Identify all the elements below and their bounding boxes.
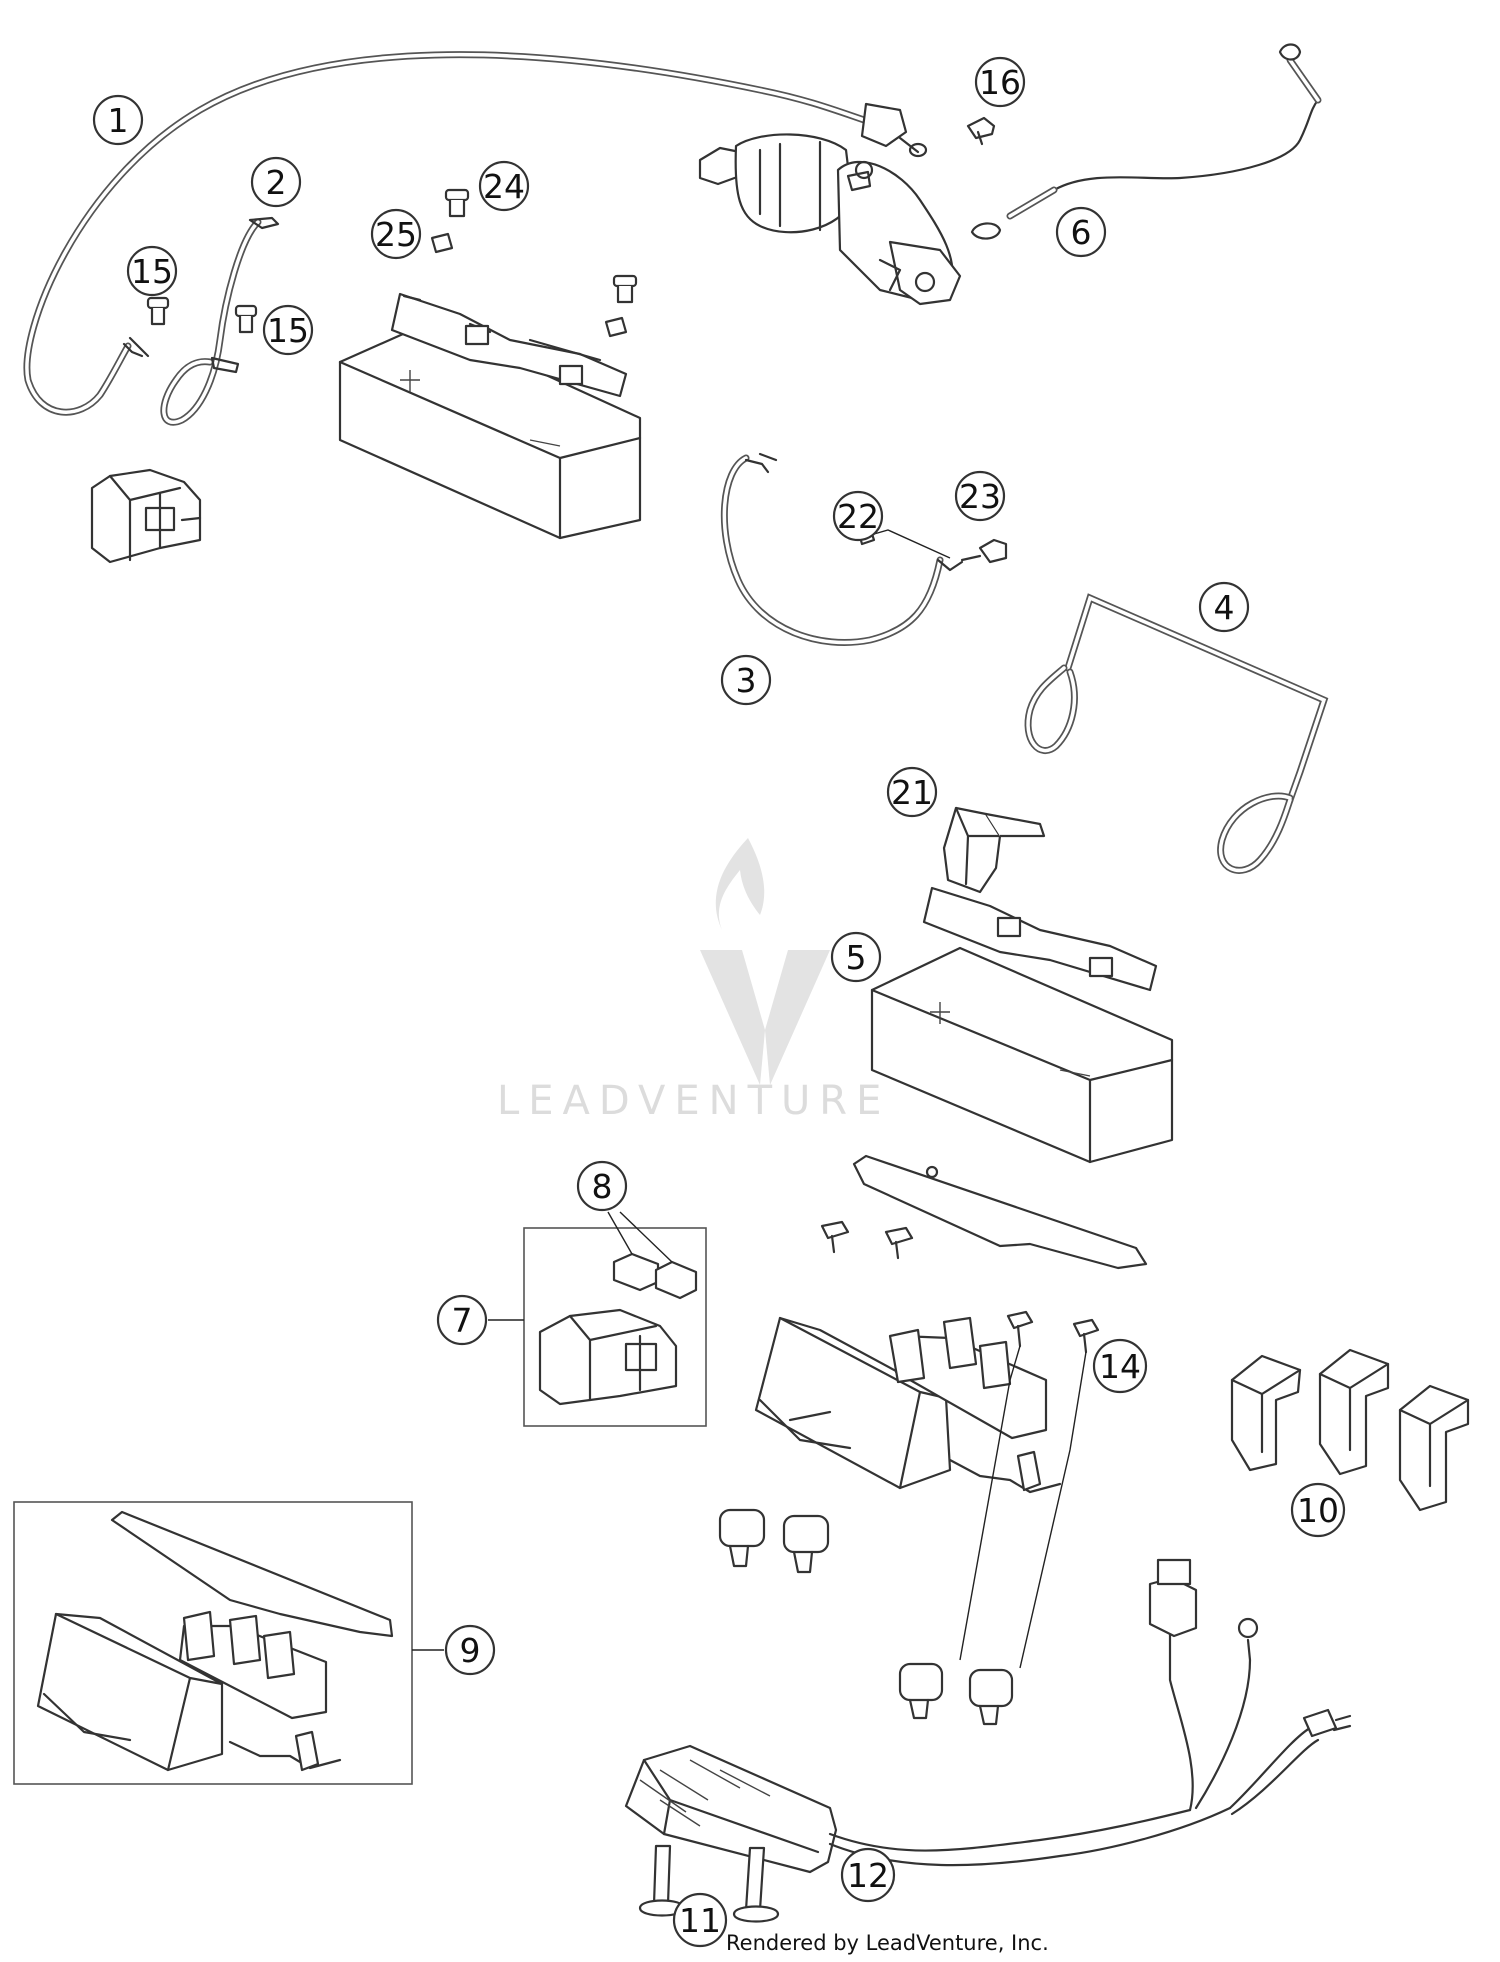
callout-10[interactable]: 10	[1290, 1482, 1346, 1538]
svg-text:21: 21	[891, 773, 933, 812]
rubber-mount-lower-b[interactable]	[968, 1668, 1014, 1726]
bolt-16[interactable]	[966, 116, 996, 146]
rubber-mount-lower-a[interactable]	[898, 1662, 944, 1720]
callout-15a[interactable]: 15	[126, 245, 178, 297]
svg-text:4: 4	[1214, 588, 1235, 627]
bolt-23[interactable]	[960, 538, 1008, 564]
callout-1[interactable]: 1	[92, 94, 144, 146]
relay-10a[interactable]	[1230, 1354, 1302, 1472]
svg-text:7: 7	[452, 1301, 473, 1340]
svg-text:2: 2	[266, 163, 287, 202]
callout-22[interactable]: 22	[832, 490, 884, 542]
callout-9[interactable]: 9	[444, 1624, 496, 1676]
callout-7[interactable]: 7	[436, 1294, 488, 1346]
svg-text:3: 3	[736, 661, 757, 700]
bolt-plate-b[interactable]	[884, 1226, 914, 1260]
credit-text: Rendered by LeadVenture, Inc.	[726, 1931, 1049, 1955]
bolt-24b[interactable]	[604, 274, 638, 338]
callout-16[interactable]: 16	[974, 56, 1026, 108]
battery-positive-cable[interactable]	[23, 51, 928, 416]
svg-text:24: 24	[483, 167, 525, 206]
callout-12[interactable]: 12	[840, 1847, 896, 1903]
svg-text:8: 8	[592, 1167, 613, 1206]
svg-text:1: 1	[108, 101, 129, 140]
svg-text:14: 14	[1099, 1347, 1141, 1386]
callout-6[interactable]: 6	[1055, 206, 1107, 258]
svg-text:11: 11	[679, 1901, 721, 1940]
svg-text:12: 12	[847, 1856, 889, 1895]
svg-text:22: 22	[837, 497, 879, 536]
voltage-regulator[interactable]	[624, 1558, 1352, 1874]
group-box-7	[523, 1227, 707, 1427]
relay-housing-upper[interactable]	[90, 468, 202, 564]
leader-14-down	[959, 1345, 1087, 1669]
terminal-cover[interactable]	[942, 806, 1046, 894]
svg-text:16: 16	[979, 63, 1021, 102]
svg-text:15: 15	[131, 252, 173, 291]
svg-text:10: 10	[1297, 1491, 1339, 1530]
relay-box-assembly-9[interactable]	[36, 1510, 394, 1772]
bolt-15b[interactable]	[234, 304, 258, 334]
nut-25[interactable]	[430, 232, 454, 254]
fuse-box-7[interactable]	[538, 1308, 678, 1406]
svg-text:25: 25	[375, 215, 417, 254]
relay-10b[interactable]	[1318, 1348, 1390, 1476]
callout-5[interactable]: 5	[830, 931, 882, 983]
bolt-14[interactable]	[1006, 1310, 1100, 1354]
svg-text:9: 9	[460, 1631, 481, 1670]
bolt-24[interactable]	[444, 188, 470, 218]
battery-5[interactable]	[870, 886, 1174, 1164]
rubber-mount-left[interactable]	[718, 1508, 766, 1568]
callout-15b[interactable]: 15	[262, 304, 314, 356]
battery-negative-cable[interactable]	[720, 452, 964, 646]
relay-10c[interactable]	[1398, 1384, 1470, 1512]
starter-motor[interactable]	[698, 133, 962, 306]
battery-tray-plate[interactable]	[852, 1154, 1148, 1270]
leader-22-23	[873, 529, 951, 559]
callout-21[interactable]: 21	[886, 766, 938, 818]
bolt-plate-a[interactable]	[820, 1220, 850, 1254]
callout-8[interactable]: 8	[576, 1160, 628, 1212]
callout-2[interactable]: 2	[250, 156, 302, 208]
svg-text:6: 6	[1071, 213, 1092, 252]
callout-24[interactable]: 24	[478, 160, 530, 212]
bolt-11b[interactable]	[732, 1846, 780, 1923]
group-box-9	[13, 1501, 413, 1785]
battery-strap[interactable]	[1024, 593, 1329, 874]
battery-top[interactable]	[338, 292, 642, 540]
svg-text:5: 5	[846, 938, 867, 977]
bolt-15a[interactable]	[146, 296, 170, 326]
callout-11[interactable]: 11	[672, 1892, 728, 1948]
starter-cable[interactable]	[970, 43, 1322, 240]
callout-23[interactable]: 23	[954, 470, 1006, 522]
ground-cable[interactable]	[160, 216, 280, 426]
callout-3[interactable]: 3	[720, 654, 772, 706]
svg-text:23: 23	[959, 477, 1001, 516]
watermark-logo: LEADVENTURE	[497, 838, 890, 1124]
callouts: 1 2 3 4 5 6 7 8 9 10 11 12 14 15 15 16 2…	[92, 56, 1346, 1948]
callout-25[interactable]: 25	[370, 208, 422, 260]
svg-text:15: 15	[267, 311, 309, 350]
callout-14[interactable]: 14	[1092, 1338, 1148, 1394]
leader-8	[607, 1211, 673, 1263]
bolt-11a[interactable]	[638, 1844, 686, 1917]
callout-4[interactable]: 4	[1198, 581, 1250, 633]
fuse-8[interactable]	[612, 1252, 698, 1300]
rubber-mount-center[interactable]	[782, 1514, 830, 1574]
watermark-text: LEADVENTURE	[497, 1078, 890, 1124]
relay-box-assembly[interactable]	[754, 1316, 1062, 1494]
